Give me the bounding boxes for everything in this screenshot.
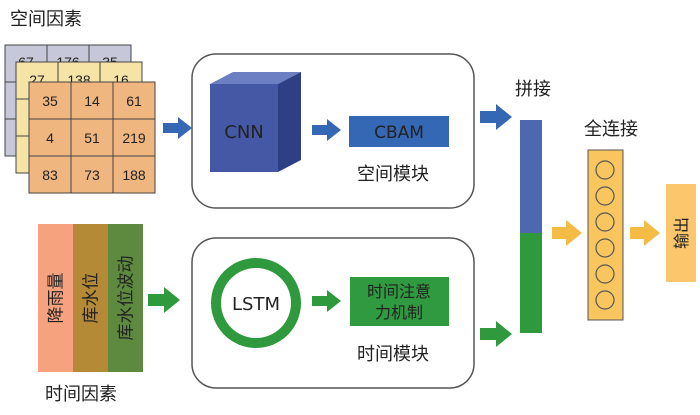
bar-label-water-level: 库水位 xyxy=(82,273,102,324)
bar-rainfall xyxy=(38,224,73,372)
arrow-right-icon xyxy=(312,290,341,312)
temporal-module-label: 时间模块 xyxy=(357,344,429,365)
fc-node xyxy=(595,160,615,180)
temporal-attention-label-line2: 力机制 xyxy=(375,303,423,322)
fc-node xyxy=(595,290,615,310)
fc-node xyxy=(595,186,615,206)
cbam-block xyxy=(349,116,449,147)
concat-bar-temporal xyxy=(520,233,542,333)
output-block xyxy=(666,184,696,282)
grid-cell: 61 xyxy=(126,93,142,109)
fc-nodes xyxy=(595,160,615,310)
concat-label: 拼接 xyxy=(515,79,551,100)
bar-water-level-fluctuation xyxy=(108,224,143,372)
cnn-cube xyxy=(210,72,301,172)
arrow-right-icon xyxy=(630,220,660,246)
grid-cell: 4 xyxy=(46,130,54,146)
arrow-right-icon xyxy=(480,104,512,130)
spatial-grid-front: 35 14 61 4 51 219 83 73 188 xyxy=(28,81,156,194)
bar-label-water-level-fluctuation: 库水位波动 xyxy=(117,256,137,341)
arrow-right-icon xyxy=(163,117,192,139)
fc-node xyxy=(595,212,615,232)
lstm-label: LSTM xyxy=(232,294,280,315)
spatial-factors-title: 空间因素 xyxy=(10,9,82,30)
grid-cell: 83 xyxy=(42,167,58,183)
spatial-module-label: 空间模块 xyxy=(357,164,429,185)
fc-node xyxy=(595,264,615,284)
concat-bar-spatial xyxy=(520,120,542,233)
temporal-factors-title: 时间因素 xyxy=(45,384,117,405)
bar-label-rainfall: 降雨量 xyxy=(47,273,67,324)
lstm-ring-hole xyxy=(221,268,291,338)
grid-cell: 219 xyxy=(122,130,146,146)
grid-cell: 51 xyxy=(84,130,100,146)
fc-layer xyxy=(587,149,624,321)
fc-label: 全连接 xyxy=(584,119,638,140)
grid-cell: 14 xyxy=(84,93,100,109)
grid-cell: 188 xyxy=(122,167,146,183)
grid-cell: 73 xyxy=(84,167,100,183)
grid-cell: 35 xyxy=(42,93,58,109)
cbam-label: CBAM xyxy=(374,123,424,143)
cnn-label: CNN xyxy=(224,122,264,143)
arrow-right-icon xyxy=(312,119,341,141)
output-label: 输出 xyxy=(672,217,691,249)
bar-water-level xyxy=(73,224,108,372)
arrow-right-icon xyxy=(480,321,512,347)
arrow-right-icon xyxy=(552,220,582,246)
arrow-right-icon xyxy=(148,287,180,313)
temporal-attention-block xyxy=(350,277,449,326)
temporal-attention-label-line1: 时间注意 xyxy=(367,282,431,301)
fc-node xyxy=(595,238,615,258)
